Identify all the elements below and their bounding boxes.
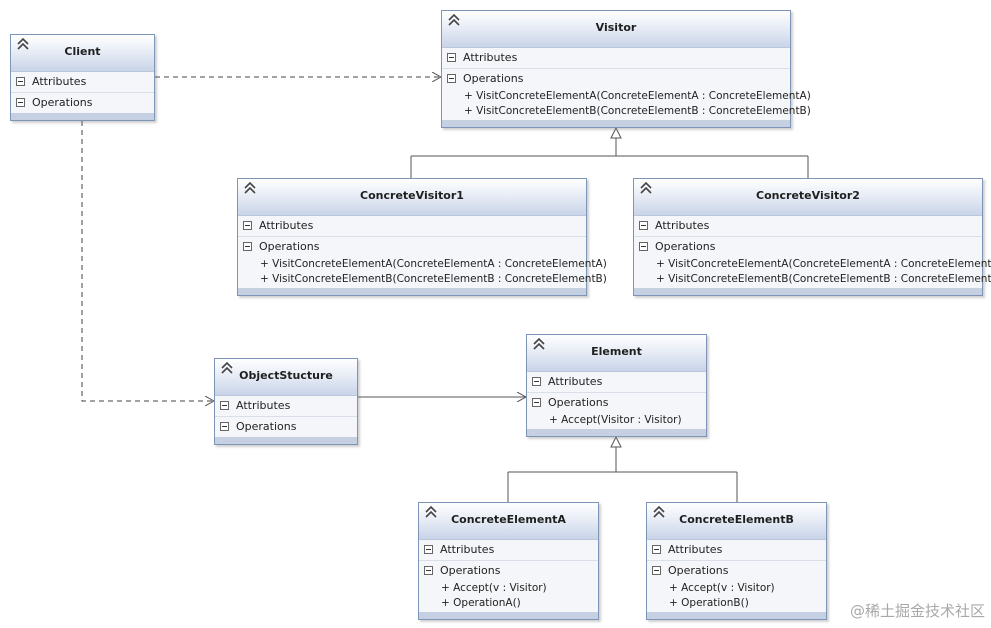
class-footer	[215, 437, 357, 444]
operations-label: Operations	[259, 240, 320, 253]
class-client[interactable]: Client Attributes Operations	[10, 34, 155, 121]
operation-item[interactable]: + VisitConcreteElementB(ConcreteElementB…	[464, 105, 811, 117]
attributes-label: Attributes	[32, 75, 87, 88]
collapse-chevron-icon[interactable]	[423, 504, 439, 520]
operations-label: Operations	[32, 96, 93, 109]
operation-item[interactable]: + VisitConcreteElementA(ConcreteElementA…	[464, 90, 811, 102]
operations-section[interactable]: Operations	[238, 237, 586, 257]
operation-item[interactable]: + Accept(v : Visitor)	[441, 582, 547, 594]
collapse-chevron-icon[interactable]	[219, 360, 235, 376]
operation-item[interactable]: + VisitConcreteElementA(ConcreteElementA…	[260, 258, 607, 270]
operations-label: Operations	[463, 72, 524, 85]
operation-item[interactable]: + VisitConcreteElementB(ConcreteElementB…	[260, 273, 607, 285]
operations-section[interactable]: Operations	[419, 561, 598, 581]
class-concrete-visitor-2[interactable]: ConcreteVisitor2 Attributes Operations +…	[633, 178, 991, 296]
class-name: ConcreteVisitor1	[360, 189, 464, 202]
class-footer	[419, 612, 598, 619]
operations-section[interactable]: Operations	[11, 93, 154, 114]
collapse-chevron-icon[interactable]	[15, 36, 31, 52]
dependency-client-objectstructure	[81, 121, 214, 401]
attributes-label: Attributes	[463, 51, 518, 64]
attributes-label: Attributes	[655, 219, 710, 232]
operations-section[interactable]: Operations	[527, 393, 706, 413]
class-concrete-visitor-1[interactable]: ConcreteVisitor1 Attributes Operations +…	[237, 178, 607, 296]
collapse-box-icon[interactable]	[16, 98, 25, 107]
class-object-structure[interactable]: ObjectStucture Attributes Operations	[214, 358, 358, 445]
class-footer	[647, 612, 826, 619]
operation-item[interactable]: + OperationA()	[441, 597, 521, 609]
class-element[interactable]: Element Attributes Operations + Accept(V…	[526, 334, 707, 437]
class-name: ObjectStucture	[239, 369, 333, 382]
class-footer	[634, 288, 982, 295]
class-name: ConcreteElementB	[679, 513, 794, 526]
class-concrete-element-b[interactable]: ConcreteElementB Attributes Operations +…	[646, 502, 827, 620]
watermark: @稀土掘金技术社区	[849, 602, 985, 620]
operation-item[interactable]: + VisitConcreteElementB(ConcreteElementB…	[656, 273, 991, 285]
collapse-box-icon[interactable]	[532, 398, 541, 407]
collapse-box-icon[interactable]	[424, 566, 433, 575]
operations-label: Operations	[655, 240, 716, 253]
attributes-section[interactable]: Attributes	[527, 372, 706, 393]
collapse-box-icon[interactable]	[447, 74, 456, 83]
collapse-box-icon[interactable]	[220, 401, 229, 410]
operations-section[interactable]: Operations	[634, 237, 982, 257]
attributes-section[interactable]: Attributes	[442, 48, 790, 69]
class-name: Element	[591, 345, 642, 358]
collapse-box-icon[interactable]	[424, 545, 433, 554]
attributes-section[interactable]: Attributes	[647, 540, 826, 561]
class-name: ConcreteElementA	[451, 513, 566, 526]
collapse-box-icon[interactable]	[639, 242, 648, 251]
operations-label: Operations	[440, 564, 501, 577]
attributes-label: Attributes	[259, 219, 314, 232]
collapse-box-icon[interactable]	[652, 545, 661, 554]
operations-label: Operations	[668, 564, 729, 577]
attributes-section[interactable]: Attributes	[419, 540, 598, 561]
attributes-section[interactable]: Attributes	[11, 72, 154, 93]
collapse-chevron-icon[interactable]	[638, 180, 654, 196]
class-visitor[interactable]: Visitor Attributes Operations + VisitCon…	[441, 10, 811, 128]
collapse-box-icon[interactable]	[447, 53, 456, 62]
collapse-chevron-icon[interactable]	[651, 504, 667, 520]
collapse-chevron-icon[interactable]	[446, 12, 462, 28]
class-footer	[442, 120, 790, 127]
collapse-box-icon[interactable]	[243, 221, 252, 230]
generalization-elements	[507, 435, 738, 502]
operations-section[interactable]: Operations	[647, 561, 826, 581]
operations-section[interactable]: Operations	[442, 69, 790, 89]
collapse-box-icon[interactable]	[532, 377, 541, 386]
operation-item[interactable]: + Accept(Visitor : Visitor)	[549, 414, 682, 426]
attributes-label: Attributes	[440, 543, 495, 556]
class-footer	[527, 429, 706, 436]
attributes-label: Attributes	[236, 399, 291, 412]
collapse-box-icon[interactable]	[243, 242, 252, 251]
class-name: ConcreteVisitor2	[756, 189, 860, 202]
operation-item[interactable]: + OperationB()	[669, 597, 749, 609]
attributes-section[interactable]: Attributes	[238, 216, 586, 237]
attributes-label: Attributes	[548, 375, 603, 388]
attributes-section[interactable]: Attributes	[215, 396, 357, 417]
collapse-chevron-icon[interactable]	[531, 336, 547, 352]
collapse-box-icon[interactable]	[652, 566, 661, 575]
class-footer	[238, 288, 586, 295]
collapse-chevron-icon[interactable]	[242, 180, 258, 196]
operations-section[interactable]: Operations	[215, 417, 357, 438]
attributes-section[interactable]: Attributes	[634, 216, 982, 237]
operation-item[interactable]: + VisitConcreteElementA(ConcreteElementA…	[656, 258, 991, 270]
collapse-box-icon[interactable]	[639, 221, 648, 230]
operations-label: Operations	[236, 420, 297, 433]
attributes-label: Attributes	[668, 543, 723, 556]
collapse-box-icon[interactable]	[16, 77, 25, 86]
class-concrete-element-a[interactable]: ConcreteElementA Attributes Operations +…	[418, 502, 599, 620]
class-footer	[11, 113, 154, 120]
operations-label: Operations	[548, 396, 609, 409]
class-name: Visitor	[595, 21, 637, 34]
class-name: Client	[64, 45, 101, 58]
collapse-box-icon[interactable]	[220, 422, 229, 431]
operation-item[interactable]: + Accept(v : Visitor)	[669, 582, 775, 594]
generalization-visitors	[410, 126, 809, 178]
